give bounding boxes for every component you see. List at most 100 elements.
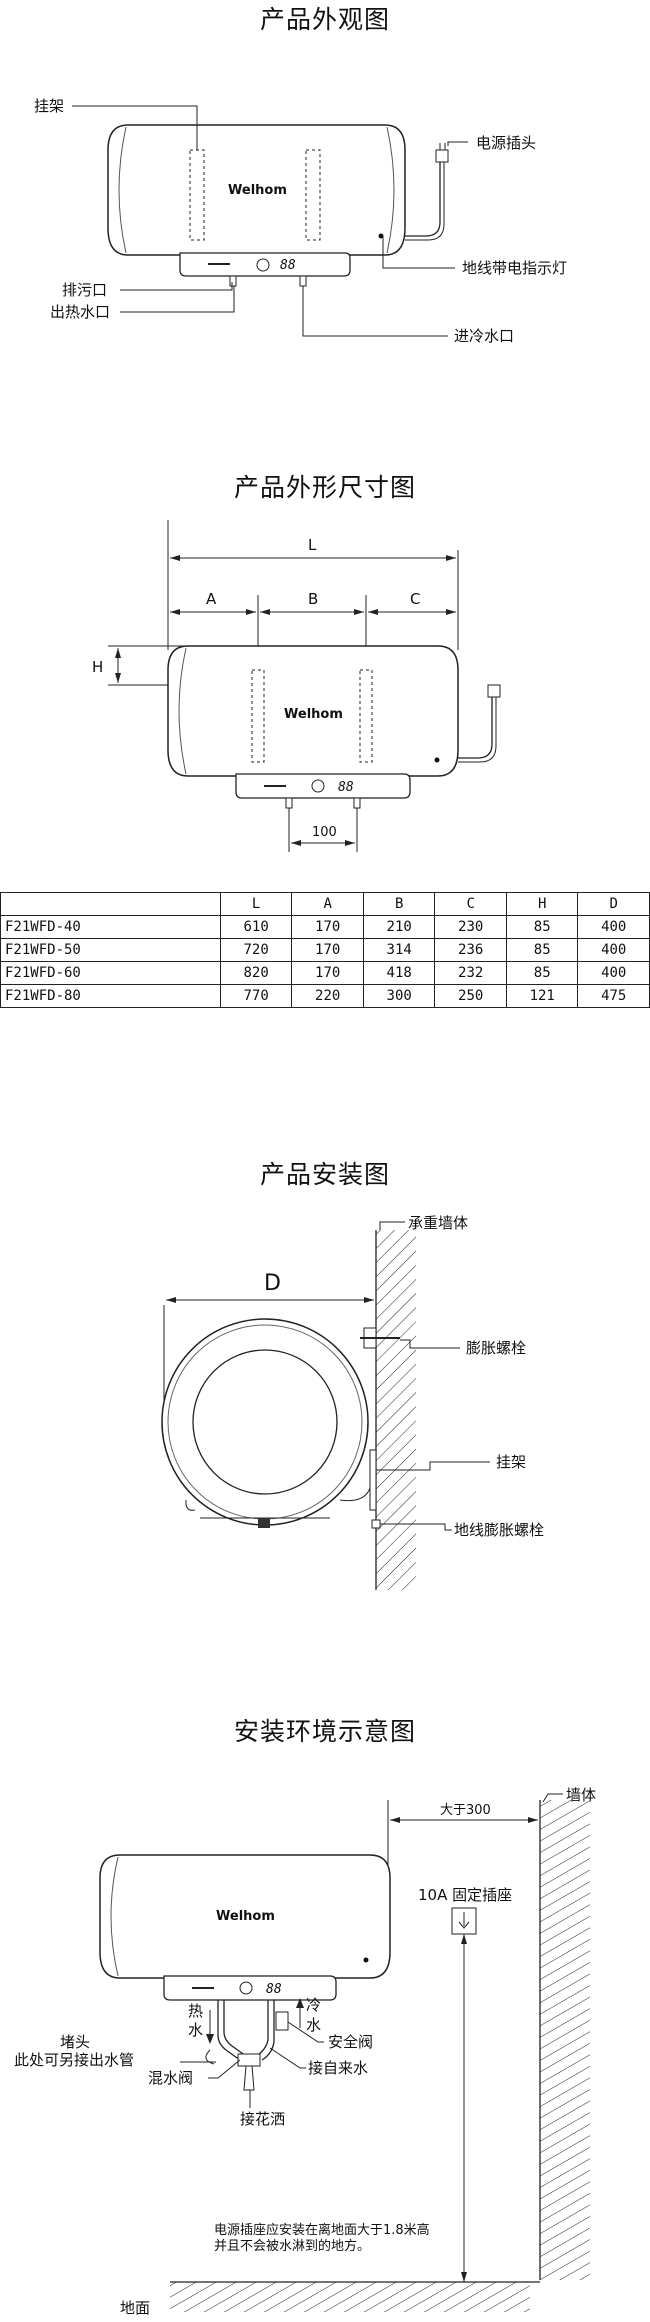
label-shower: 接花洒 (240, 2110, 285, 2128)
note-line-1: 电源插座应安装在离地面大于1.8米高 (214, 2222, 430, 2238)
control-panel: 88 (235, 773, 411, 799)
table-header: B (362, 892, 436, 916)
table-row: F21WFD-80 770 220 300 250 121 475 (0, 984, 650, 1008)
note-line-2: 并且不会被水淋到的地方。 (214, 2238, 370, 2254)
label-cold: 冷 (306, 1996, 321, 2014)
dim-H: H (92, 658, 103, 676)
title-installation: 产品安装图 (259, 1160, 390, 1189)
label-expansion-bolt: 膨胀螺栓 (466, 1339, 526, 1357)
table-row: F21WFD-60 820 170 418 232 85 400 (0, 961, 650, 985)
table-cell: F21WFD-80 (0, 984, 221, 1008)
control-panel: 88 (179, 252, 351, 277)
label-drain-outlet: 排污口 (62, 281, 107, 299)
table-cell: 170 (291, 961, 364, 985)
ground (170, 2282, 530, 2312)
display-digits: 88 (280, 258, 296, 273)
dim-spacing: 100 (312, 825, 337, 840)
label-plug-note: 此处可另接出水管 (14, 2051, 134, 2069)
table-header-row: L A B C H D (0, 892, 650, 916)
table-header (0, 892, 221, 916)
logo: Welhom (216, 1909, 275, 1924)
table-cell: 720 (219, 938, 293, 962)
display-digits: 88 (338, 780, 354, 795)
label-safety-valve: 安全阀 (328, 2033, 373, 2051)
table-cell: 121 (505, 984, 579, 1008)
power-plug-icon (487, 684, 501, 698)
label-plug: 堵头 (60, 2033, 90, 2051)
table-cell: 85 (505, 938, 579, 962)
table-header: A (291, 892, 364, 916)
load-wall (376, 1230, 416, 1590)
label-cold-water-inlet: 进冷水口 (454, 327, 514, 345)
table-cell: 170 (291, 938, 364, 962)
table-cell: 770 (219, 984, 293, 1008)
wall (540, 1800, 590, 2280)
table-cell: 236 (434, 938, 507, 962)
label-wall: 墙体 (566, 1786, 596, 1804)
table-cell: F21WFD-50 (0, 938, 221, 962)
power-plug-icon (435, 149, 449, 163)
knob-icon (239, 1981, 253, 1995)
label-hot-water-outlet: 出热水口 (50, 303, 110, 321)
knob-icon (256, 258, 270, 272)
table-row: F21WFD-50 720 170 314 236 85 400 (0, 938, 650, 962)
table-cell: F21WFD-40 (0, 915, 221, 939)
appearance-diagram: Welhom 88 挂架 电源插头 地线带电指示灯 排污口 出热水口 进冷水口 (34, 97, 567, 345)
label-mix-valve: 混水阀 (148, 2069, 193, 2087)
heater-tank (167, 645, 459, 777)
label-hanger: 挂架 (496, 1453, 526, 1471)
table-cell: 314 (362, 938, 436, 962)
label-ground-indicator: 地线带电指示灯 (462, 259, 567, 277)
dim-A: A (206, 590, 217, 608)
table-cell: 475 (577, 984, 650, 1008)
safety-valve-icon (275, 2011, 289, 2031)
table-header: H (505, 892, 579, 916)
control-panel: 88 (163, 1975, 337, 2001)
logo: Welhom (284, 707, 343, 722)
label-cold-2: 水 (306, 2016, 321, 2034)
label-ground: 地面 (120, 2299, 150, 2317)
table-cell: 820 (219, 961, 293, 985)
table-cell: 418 (362, 961, 436, 985)
table-cell: 250 (434, 984, 507, 1008)
dim-L: L (308, 536, 317, 554)
table-cell: 610 (219, 915, 293, 939)
indicator-light (363, 1957, 369, 1963)
mix-valve-icon (237, 2053, 261, 2067)
table-cell: 400 (577, 938, 650, 962)
table-cell: 170 (291, 915, 364, 939)
table-cell: 85 (505, 961, 579, 985)
table-cell: 400 (577, 961, 650, 985)
table-cell: 85 (505, 915, 579, 939)
table-cell: F21WFD-60 (0, 961, 221, 985)
table-row: F21WFD-40 610 170 210 230 85 400 (0, 915, 650, 939)
title-dimensions: 产品外形尺寸图 (233, 473, 416, 502)
outlet-fitting (258, 1518, 270, 1528)
installation-diagram: 承重墙体 D 膨胀螺栓 挂架 地线膨胀螺栓 (161, 1214, 544, 1590)
label-distance: 大于300 (440, 1803, 491, 1818)
label-hanger: 挂架 (34, 97, 64, 115)
indicator-light (378, 233, 384, 239)
dimension-diagram: L A B C H Welhom 88 100 (92, 520, 501, 852)
table-cell: 230 (434, 915, 507, 939)
dim-B: B (308, 590, 318, 608)
environment-diagram: 墙体 大于300 10A 固定插座 Welhom 88 热 水 冷 水 安全阀 … (14, 1786, 596, 2317)
label-ground-expansion-bolt: 地线膨胀螺栓 (454, 1521, 544, 1539)
dim-C: C (410, 590, 420, 608)
display-digits: 88 (266, 1982, 282, 1997)
label-hot-2: 水 (188, 2021, 203, 2039)
dim-D: D (264, 1271, 281, 1296)
spec-table: L A B C H D F21WFD-40 610 170 210 230 85… (0, 892, 650, 1008)
label-hot: 热 (188, 2002, 203, 2020)
table-cell: 232 (434, 961, 507, 985)
heater-tank-side (161, 1318, 373, 1528)
logo: Welhom (228, 183, 287, 198)
label-socket: 10A 固定插座 (418, 1886, 512, 1904)
heater-tank (107, 124, 406, 256)
knob-icon (311, 779, 325, 793)
table-header: L (219, 892, 293, 916)
title-appearance: 产品外观图 (259, 5, 390, 34)
table-cell: 210 (362, 915, 436, 939)
table-cell: 300 (362, 984, 436, 1008)
table-header: D (577, 892, 650, 916)
